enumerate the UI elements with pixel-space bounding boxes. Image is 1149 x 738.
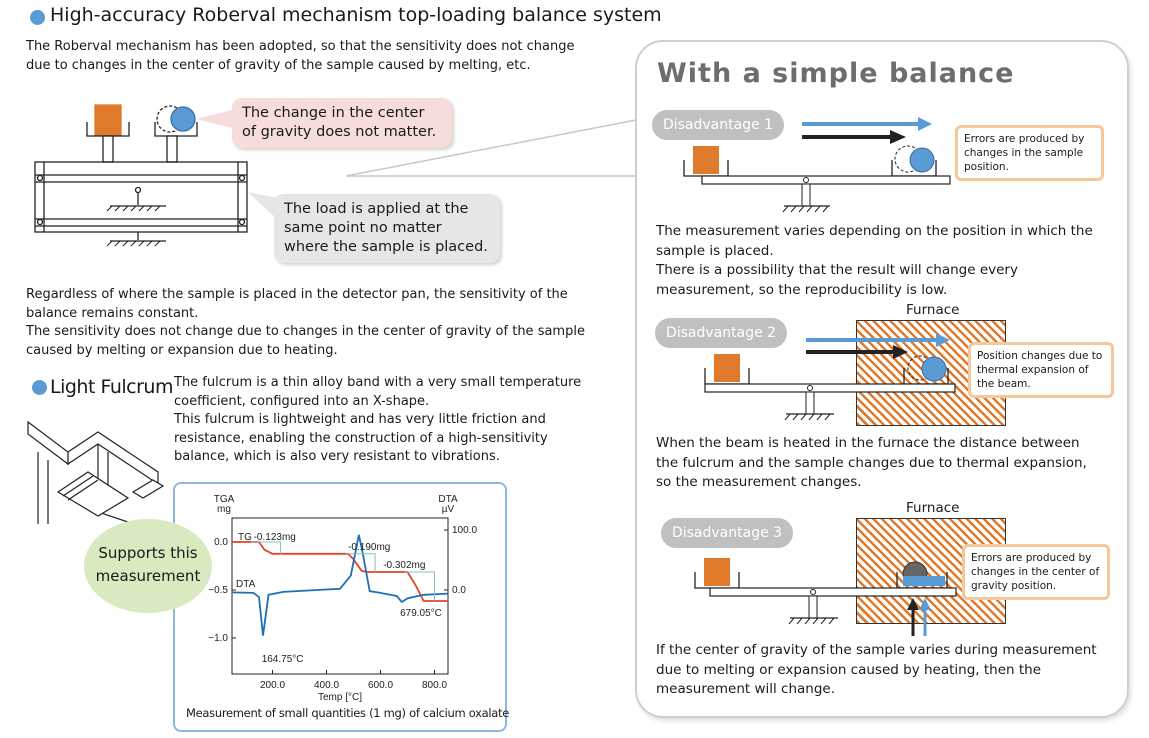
fulcrum-text-2: This fulcrum is lightweight and has very… <box>174 412 548 464</box>
note-1: Errors are produced by changes in the sa… <box>955 125 1104 181</box>
paragraph-sensitivity: Regardless of where the sample is placed… <box>26 286 606 360</box>
disadvantage-3-pill: Disadvantage 3 <box>661 518 793 548</box>
left-tick-label: −1.0 <box>208 633 228 644</box>
dta-peak-1-label: 164.75°C <box>262 654 304 665</box>
disadvantage-3-text: If the center of gravity of the sample v… <box>656 642 1097 697</box>
disadvantage-2-diagram <box>704 333 956 421</box>
furnace-label-3: Furnace <box>906 500 960 516</box>
tg-series-line <box>232 541 448 602</box>
bullet-dot-icon <box>32 380 47 395</box>
right-tick-label: 0.0 <box>452 585 466 596</box>
tg-step-2-label: -0.190mg <box>348 542 390 553</box>
x-tick-label: 400.0 <box>314 680 339 691</box>
disadvantage-1-diagram <box>683 117 951 213</box>
dta-peak-2-label: 679.05°C <box>400 608 442 619</box>
right-axis-title: DTA <box>438 494 458 505</box>
callout-pointer-gravity <box>196 110 232 128</box>
paragraph-2: The sensitivity does not change due to c… <box>26 324 585 358</box>
note-3: Errors are produced by changes in the ce… <box>962 544 1110 600</box>
left-axis-title: TGA <box>214 494 235 505</box>
right-axis-unit: µV <box>442 504 455 515</box>
step-bracket <box>345 553 376 573</box>
panel-title: With a simple balance <box>657 58 1015 89</box>
disadvantage-3-diagram <box>694 558 957 636</box>
chart-caption: Measurement of small quantities (1 mg) o… <box>186 706 510 720</box>
roberval-diagram <box>34 104 248 247</box>
fulcrum-text-1: The fulcrum is a thin alloy band with a … <box>174 375 582 409</box>
chart-box <box>173 482 507 732</box>
supports-bubble <box>84 519 212 613</box>
intro-text: The Roberval mechanism has been adopted,… <box>26 39 575 73</box>
disadvantage-1-text: The measurement varies depending on the … <box>656 222 1106 300</box>
left-tick-label: −0.5 <box>208 585 228 596</box>
paragraph-1: Regardless of where the sample is placed… <box>26 287 568 321</box>
disadvantage-2-pill: Disadvantage 2 <box>655 318 787 348</box>
note-2: Position changes due to thermal expansio… <box>968 342 1114 398</box>
x-tick-label: 600.0 <box>368 680 393 691</box>
step-bracket <box>404 571 435 602</box>
fulcrum-text: The fulcrum is a thin alloy band with a … <box>174 374 589 467</box>
plot-frame <box>231 517 449 675</box>
disadvantage-1-text-b: There is a possibility that the result w… <box>656 262 1018 298</box>
disadvantage-1-pill: Disadvantage 1 <box>652 110 784 140</box>
disadvantage-1-text-a: The measurement varies depending on the … <box>656 223 1093 259</box>
fulcrum-title: Light Fulcrum <box>50 376 173 398</box>
dta-label: DTA <box>236 579 256 590</box>
page-title: High-accuracy Roberval mechanism top-loa… <box>50 4 662 26</box>
callout-pointer-load <box>248 192 278 220</box>
fulcrum-illustration <box>27 420 165 524</box>
callout-gravity: The change in the center of gravity does… <box>232 98 452 148</box>
tg-step-3-label: -0.302mg <box>383 560 425 571</box>
callout-load: The load is applied at the same point no… <box>274 194 500 263</box>
bullet-dot-icon <box>30 10 45 25</box>
disadvantage-2-text: When the beam is heated in the furnace t… <box>656 435 1087 490</box>
panel-connector <box>345 119 637 177</box>
furnace-label-2: Furnace <box>906 302 960 318</box>
x-tick-label: 800.0 <box>422 680 447 691</box>
step-bracket <box>250 541 282 554</box>
tg-label: TG <box>238 532 252 543</box>
x-tick-label: 200.0 <box>260 680 285 691</box>
supports-label: Supports this measurement <box>95 544 201 585</box>
dta-series-line <box>231 534 449 636</box>
x-axis-label: Temp [°C] <box>318 692 362 703</box>
left-axis-unit: mg <box>217 504 231 515</box>
right-tick-label: 100.0 <box>452 525 477 536</box>
left-tick-label: 0.0 <box>214 537 228 548</box>
tg-step-1-label: -0.123mg <box>254 532 296 543</box>
